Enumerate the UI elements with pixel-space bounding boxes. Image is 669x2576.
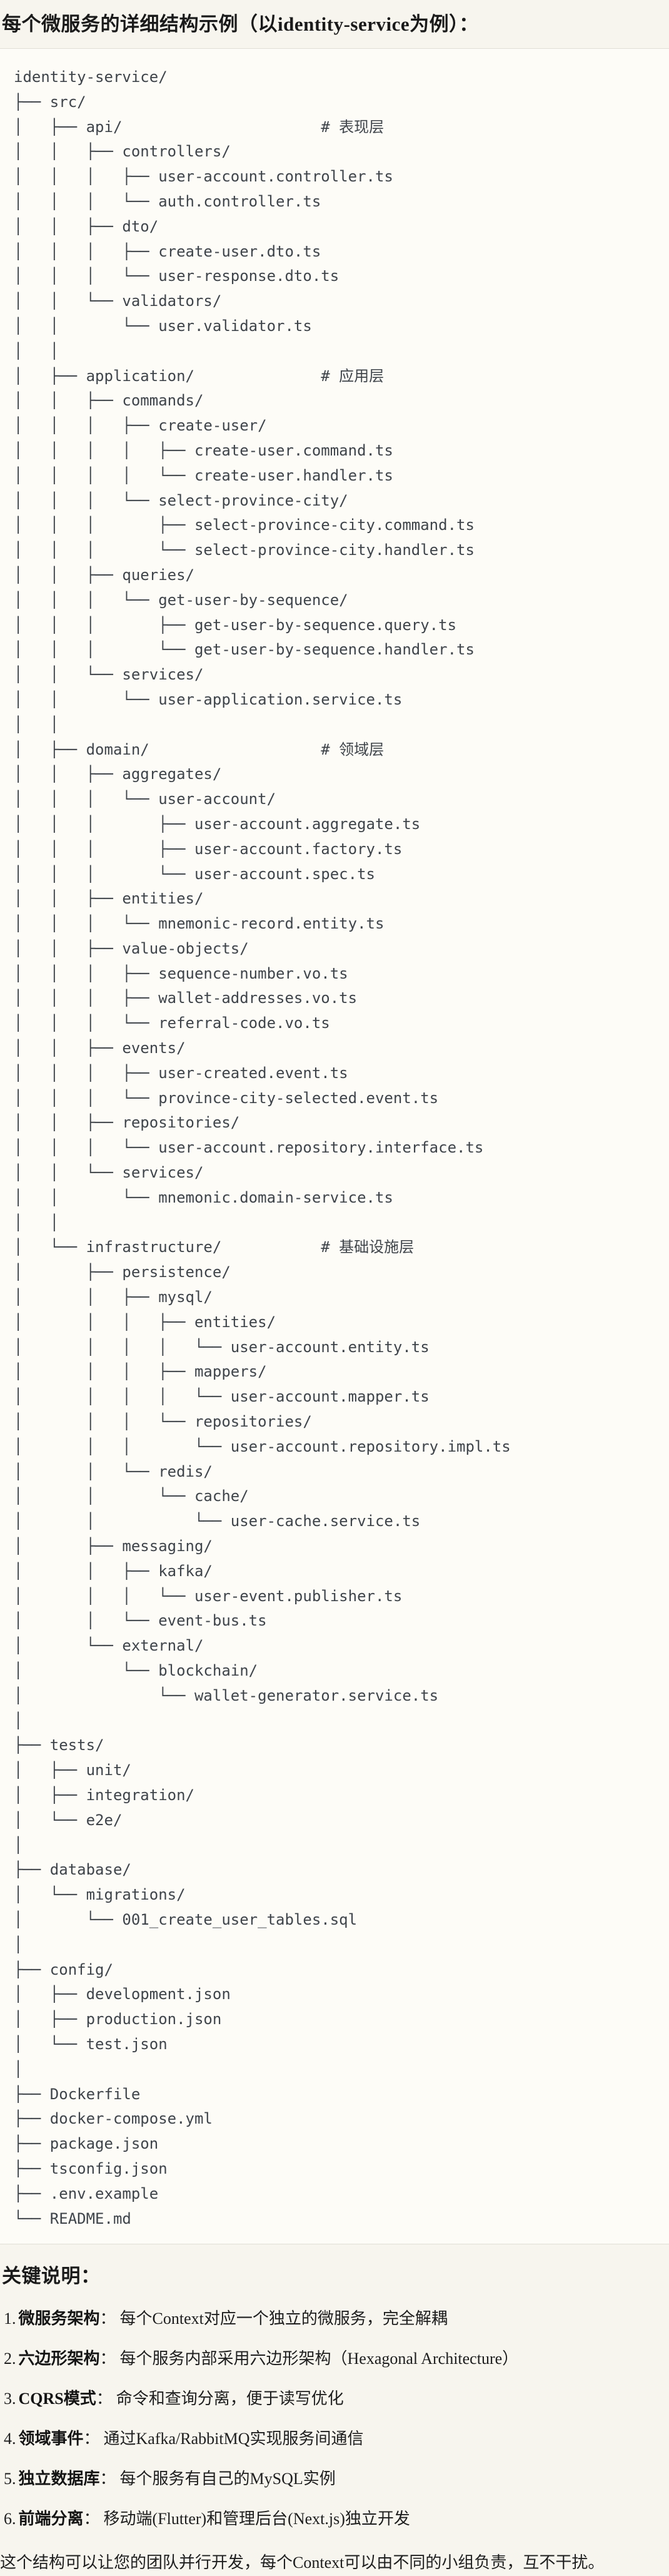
note-item-2: 2.六边形架构：每个服务内部采用六边形架构（Hexagonal Architec… bbox=[4, 2348, 669, 2370]
note-separator: ： bbox=[99, 2470, 116, 2488]
note-separator: ： bbox=[83, 2430, 100, 2448]
note-separator: ： bbox=[83, 2510, 100, 2528]
note-description: 移动端(Flutter)和管理后台(Next.js)独立开发 bbox=[103, 2510, 410, 2528]
note-number: 5. bbox=[4, 2470, 16, 2488]
note-description: 通过Kafka/RabbitMQ实现服务间通信 bbox=[103, 2430, 364, 2448]
note-separator: ： bbox=[96, 2390, 113, 2408]
note-number: 2. bbox=[4, 2349, 16, 2368]
code-block: identity-service/ ├── src/ │ ├── api/ # … bbox=[0, 48, 669, 2245]
note-separator: ： bbox=[99, 2349, 116, 2368]
note-description: 每个服务内部采用六边形架构（Hexagonal Architecture） bbox=[119, 2349, 519, 2368]
note-separator: ： bbox=[99, 2309, 116, 2328]
note-description: 命令和查询分离，便于读写优化 bbox=[116, 2390, 344, 2408]
note-description: 每个Context对应一个独立的微服务，完全解耦 bbox=[119, 2309, 448, 2328]
note-term: 六边形架构 bbox=[18, 2349, 100, 2368]
note-item-1: 1.微服务架构：每个Context对应一个独立的微服务，完全解耦 bbox=[4, 2308, 669, 2329]
note-item-3: 3.CQRS模式：命令和查询分离，便于读写优化 bbox=[4, 2388, 669, 2410]
key-notes-heading: 关键说明： bbox=[2, 2265, 101, 2288]
directory-tree: identity-service/ ├── src/ │ ├── api/ # … bbox=[14, 68, 511, 2227]
note-description: 每个服务有自己的MySQL实例 bbox=[119, 2470, 336, 2488]
note-item-6: 6.前端分离：移动端(Flutter)和管理后台(Next.js)独立开发 bbox=[4, 2508, 669, 2530]
note-number: 6. bbox=[4, 2510, 16, 2528]
closing-note: 这个结构可以让您的团队并行开发，每个Context可以由不同的小组负责，互不干扰… bbox=[0, 2553, 605, 2572]
note-term: CQRS模式 bbox=[18, 2390, 96, 2408]
note-term: 领域事件 bbox=[18, 2430, 84, 2448]
note-term: 前端分离 bbox=[18, 2510, 84, 2528]
note-term: 微服务架构 bbox=[18, 2309, 100, 2328]
document-page: 每个微服务的详细结构示例（以identity-service为例）： ident… bbox=[0, 11, 669, 2576]
note-number: 3. bbox=[4, 2390, 16, 2408]
note-number: 4. bbox=[4, 2430, 16, 2448]
note-item-5: 5.独立数据库：每个服务有自己的MySQL实例 bbox=[4, 2468, 669, 2490]
note-number: 1. bbox=[4, 2309, 16, 2328]
page-title: 每个微服务的详细结构示例（以identity-service为例）： bbox=[2, 13, 479, 35]
note-item-4: 4.领域事件：通过Kafka/RabbitMQ实现服务间通信 bbox=[4, 2428, 669, 2450]
note-term: 独立数据库 bbox=[18, 2470, 100, 2488]
